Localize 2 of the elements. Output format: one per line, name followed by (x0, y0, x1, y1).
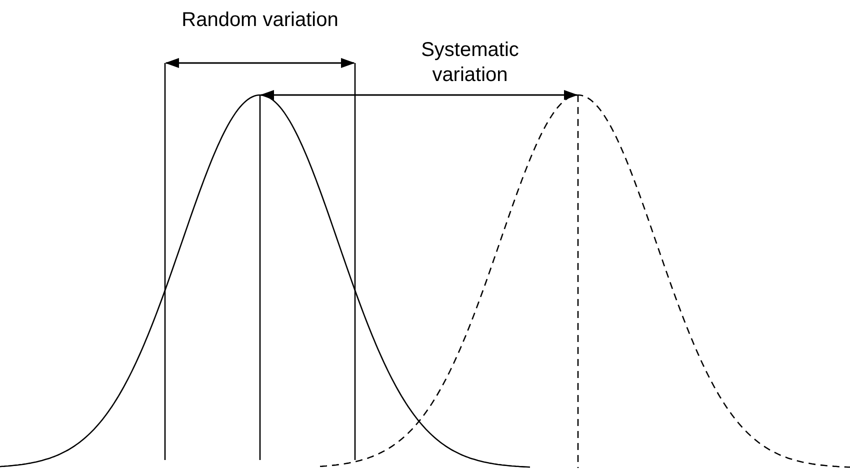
dimension-label: Systematic variation (420, 38, 520, 88)
dimension-label: Random variation (180, 8, 340, 33)
